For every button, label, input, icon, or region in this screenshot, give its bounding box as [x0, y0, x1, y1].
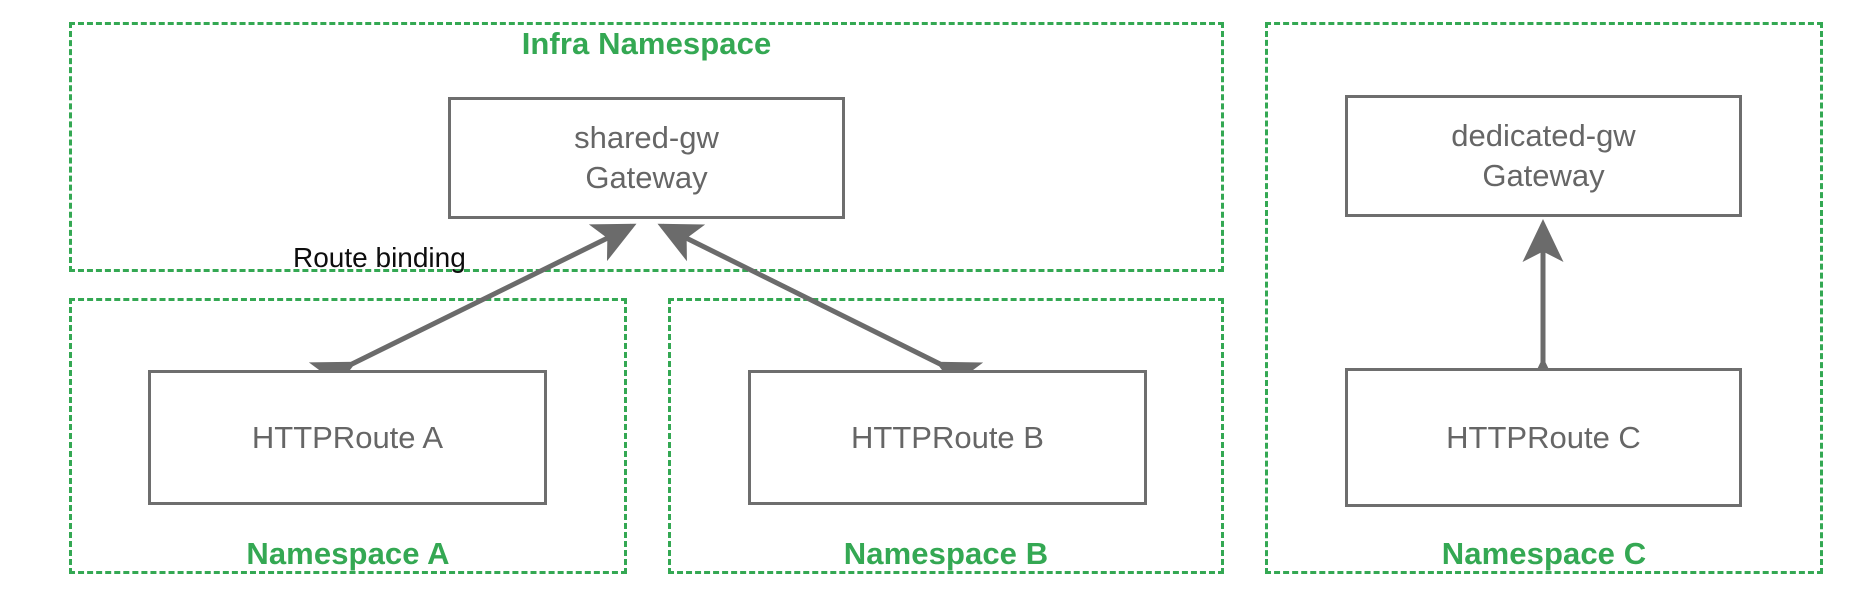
namespace-label-c: Namespace C: [1441, 536, 1647, 571]
resource-box-httproute-c[interactable]: HTTPRoute C: [1345, 368, 1742, 507]
resource-box-dedicated-gateway[interactable]: dedicated-gw Gateway: [1345, 95, 1742, 217]
resource-box-httproute-b[interactable]: HTTPRoute B: [748, 370, 1147, 505]
shared-gateway-name: shared-gw: [574, 120, 719, 156]
shared-gateway-kind: Gateway: [585, 160, 708, 195]
httproute-c-name: HTTPRoute C: [1446, 419, 1641, 455]
namespace-box-c: [1265, 22, 1823, 574]
namespace-box-infra: [69, 22, 1224, 272]
resource-box-shared-gateway[interactable]: shared-gw Gateway: [448, 97, 845, 219]
httproute-a-name: HTTPRoute A: [251, 419, 444, 455]
namespace-label-a: Namespace A: [246, 536, 450, 571]
edge-label-route-binding: Route binding: [293, 242, 466, 273]
dedicated-gateway-name: dedicated-gw: [1451, 118, 1636, 154]
namespace-label-b: Namespace B: [843, 536, 1049, 571]
namespace-label-infra: Infra Namespace: [521, 26, 772, 61]
httproute-b-name: HTTPRoute B: [851, 419, 1044, 455]
resource-box-httproute-a[interactable]: HTTPRoute A: [148, 370, 547, 505]
dedicated-gateway-kind: Gateway: [1482, 158, 1605, 193]
